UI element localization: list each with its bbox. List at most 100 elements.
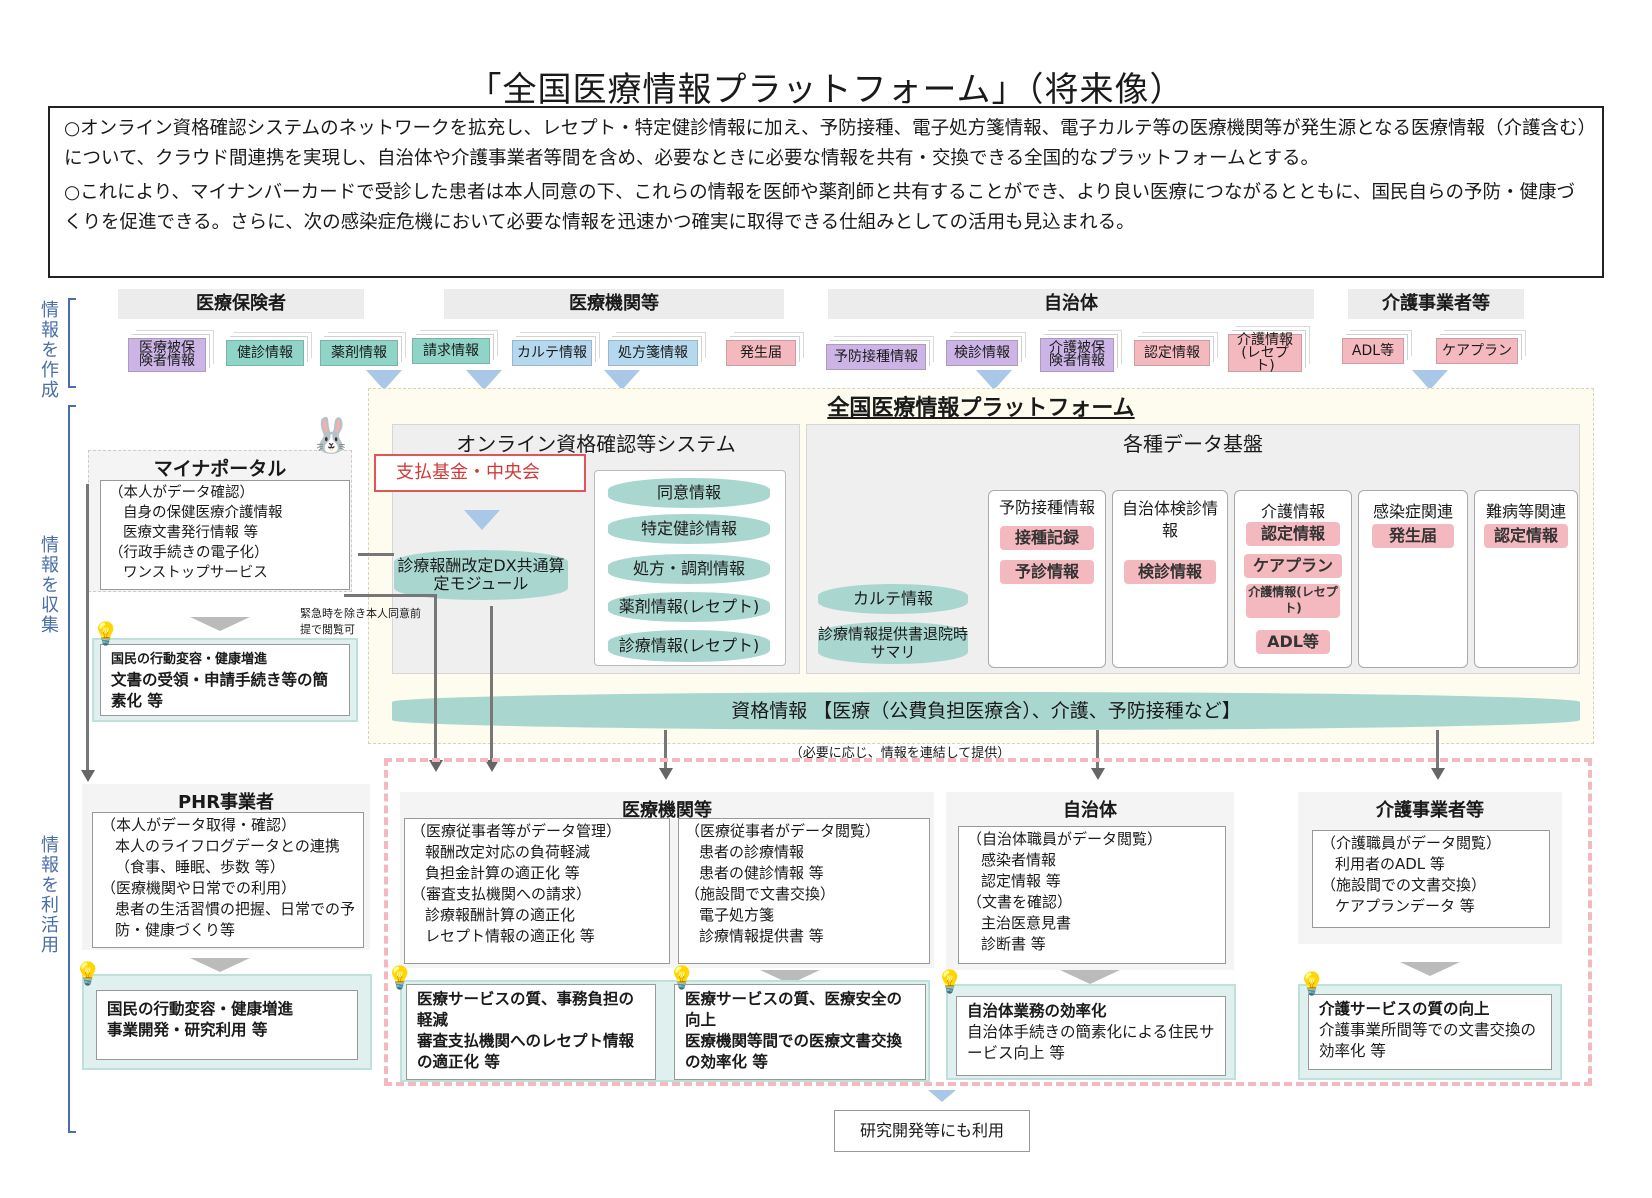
intro-box: ○オンライン資格確認システムのネットワークを拡充し、レセプト・特定健診情報に加え… [48, 106, 1604, 278]
line-to-care [1436, 730, 1439, 768]
care-l1: （介護職員がデータ閲覧） [1321, 834, 1502, 852]
muni-box: （自治体職員がデータ閲覧） 感染者情報 認定情報 等 （文書を確認） 主治医意見… [958, 826, 1226, 964]
care-l2: 利用者のADL 等 [1335, 855, 1445, 873]
care-l3: （施設間での文書交換） [1321, 876, 1487, 894]
source-arrow-5 [1412, 370, 1448, 390]
med-c1: （医療従事者がデータ閲覧） [685, 822, 881, 840]
research-arrow [928, 1090, 956, 1102]
care-benefit-1: 介護サービスの質の向上 [1319, 1000, 1490, 1018]
mynaportal-l1: （本人がデータ確認） [109, 485, 254, 501]
arrow-to-phr [81, 770, 95, 782]
phr-box: （本人がデータ取得・確認） 本人のライフログデータとの連携（食事、睡眠、歩数 等… [92, 812, 364, 948]
muni-l2: 感染者情報 [981, 851, 1057, 869]
card-care-insured: 介護被保険者情報 [1040, 338, 1114, 372]
db-karte-sub: 診療情報提供書退院時サマリ [818, 622, 968, 664]
bulb-icon: 💡 [74, 962, 102, 987]
sidebar-create: 情報を作成 [38, 300, 59, 400]
med-a2: 報酬改定対応の負荷軽減 [425, 843, 591, 861]
col-care-item-1: 認定情報 [1246, 522, 1340, 546]
mynaportal-title: マイナポータル [153, 458, 287, 480]
card-adl: ADL等 [1342, 338, 1404, 364]
page-title: 「全国医療情報プラットフォーム」（将来像） [467, 70, 1185, 110]
phr-benefit-2: 事業開発・研究利用 等 [107, 1021, 268, 1039]
arrow-emergency [429, 760, 443, 772]
sidebar-bracket-create [68, 298, 76, 388]
med-a5: 診療報酬計算の適正化 [425, 906, 576, 924]
mynaportal-triangle [190, 617, 250, 631]
med-benefit-1: 医療サービスの質、事務負担の軽減 [417, 990, 635, 1029]
muni-l1: （自治体職員がデータ閲覧） [967, 830, 1163, 848]
med-benefit-2: 審査支払機関へのレセプト情報の適正化 等 [417, 1032, 635, 1071]
muni-benefit-2: 自治体手続きの簡素化による住民サービス向上 等 [967, 1023, 1215, 1062]
line-emergency-h [344, 594, 436, 597]
card-cert: 認定情報 [1134, 340, 1210, 366]
med-title: 医療機関等 [622, 800, 712, 821]
bulb-icon: 💡 [668, 966, 696, 991]
col-rare-item-1: 認定情報 [1484, 524, 1568, 548]
med-box-left: （医療従事者等がデータ管理） 報酬改定対応の負荷軽減 負担金計算の適正化 等 （… [404, 818, 670, 964]
med-c5: 電子処方箋 [699, 906, 775, 924]
phr-triangle [190, 958, 250, 972]
db-karte: カルテ情報 [818, 584, 968, 614]
mynaportal-benefit-2: 文書の受領・申請手続き等の簡素化 等 [111, 671, 329, 710]
card-checkup: 健診情報 [226, 340, 304, 366]
phr-benefit-1: 国民の行動変容・健康増進 [107, 1000, 294, 1018]
line-platform-to-myna [358, 553, 394, 556]
card-care-receipt: 介護情報(レセプト) [1228, 333, 1302, 373]
med-c4: （施設間で文書交換） [685, 885, 836, 903]
platform-note: （必要に応じ、情報を連結して提供） [789, 746, 1011, 761]
col-infect-item-1: 発生届 [1372, 524, 1454, 548]
med-c3: 患者の健診情報 等 [699, 864, 824, 882]
dx-module: 診療報酬改定DX共通算定モジュール [394, 550, 568, 600]
line-to-muni [1096, 730, 1099, 768]
db-checkup: 特定健診情報 [608, 514, 770, 544]
col-exam-item-1: 検診情報 [1124, 560, 1216, 584]
source-arrow-2 [466, 370, 502, 390]
muni-title: 自治体 [1063, 800, 1117, 821]
phr-l3: （医療機関や日常での利用） [101, 879, 297, 897]
db-consent: 同意情報 [608, 478, 770, 508]
care-benefit-2: 介護事業所間等での文書交換の効率化 等 [1319, 1021, 1537, 1060]
databases-title: 各種データ基盤 [1123, 432, 1263, 456]
care-box: （介護職員がデータ閲覧） 利用者のADL 等 （施設間での文書交換） ケアプラン… [1312, 830, 1550, 928]
bulb-icon: 💡 [1298, 972, 1326, 997]
col-vaccine-item-2: 予診情報 [1000, 560, 1094, 584]
muni-benefit-1: 自治体業務の効率化 [967, 1002, 1107, 1020]
med-benefit-3: 医療サービスの質、医療安全の向上 [685, 990, 903, 1029]
med-a3: 負担金計算の適正化 等 [425, 864, 580, 882]
card-claim: 請求情報 [412, 338, 490, 364]
col-care [1234, 490, 1352, 668]
med-a1: （医療従事者等がデータ管理） [411, 822, 622, 840]
source-insurer: 医療保険者 [118, 289, 364, 319]
phr-title: PHR事業者 [177, 792, 275, 813]
care-triangle [1400, 962, 1460, 976]
intro-paragraph-2: ○これにより、マイナンバーカードで受診した患者は本人同意の下、これらの情報を医師… [64, 182, 1575, 233]
med-benefit-4: 医療機関等間での医療文書交換の効率化 等 [685, 1032, 903, 1071]
mynaportal-benefit-1: 国民の行動変容・健康増進 [111, 652, 268, 667]
source-care: 介護事業者等 [1348, 289, 1524, 319]
muni-l3: 認定情報 等 [981, 872, 1061, 890]
sidebar-use: 情報を利活用 [38, 835, 59, 955]
phr-l1: （本人がデータ取得・確認） [101, 816, 297, 834]
med-benefit-left: 医療サービスの質、事務負担の軽減 審査支払機関へのレセプト情報の適正化 等 [406, 984, 656, 1080]
arrow-to-med [659, 768, 673, 780]
source-arrow-1 [366, 370, 402, 390]
med-a6: レセプト情報の適正化 等 [425, 927, 595, 945]
line-emergency-v [434, 594, 437, 762]
db-dispense: 処方・調剤情報 [608, 554, 770, 584]
col-rare [1474, 490, 1578, 668]
muni-l5: 主治医意見書 [981, 914, 1072, 932]
mynaportal-l5: ワンストップサービス [123, 565, 268, 581]
line-myna-to-phr [86, 484, 89, 772]
bulb-icon: 💡 [92, 622, 120, 647]
source-medical: 医療機関等 [444, 289, 784, 319]
card-vaccine: 予防接種情報 [826, 344, 926, 370]
col-care-item-2: ケアプラン [1244, 554, 1342, 578]
arrow-dx [485, 760, 499, 772]
med-benefit-right: 医療サービスの質、医療安全の向上 医療機関等間での医療文書交換の効率化 等 [674, 984, 926, 1080]
research-box: 研究開発等にも利用 [834, 1110, 1030, 1152]
card-outbreak: 発生届 [726, 340, 796, 366]
col-infect-head: 感染症関連 [1372, 502, 1453, 521]
col-care-item-3: 介護情報(レセプト) [1246, 584, 1340, 618]
arrow-to-muni [1091, 768, 1105, 780]
